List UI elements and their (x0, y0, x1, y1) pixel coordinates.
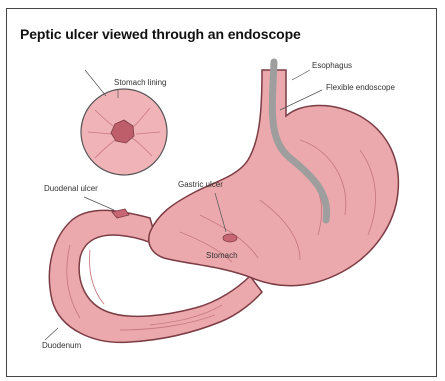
gastric-ulcer-mark (223, 234, 237, 242)
label-stomach-lining: Stomach lining (114, 78, 166, 87)
label-duodenum: Duodenum (42, 341, 81, 350)
diagram-title: Peptic ulcer viewed through an endoscope (20, 26, 301, 42)
label-stomach: Stomach (206, 251, 238, 260)
label-gastric-ulcer: Gastric ulcer (178, 180, 223, 189)
label-duodenal-ulcer: Duodenal ulcer (44, 184, 98, 193)
label-esophagus: Esophagus (312, 61, 352, 70)
label-flexible-endoscope: Flexible endoscope (326, 83, 395, 92)
